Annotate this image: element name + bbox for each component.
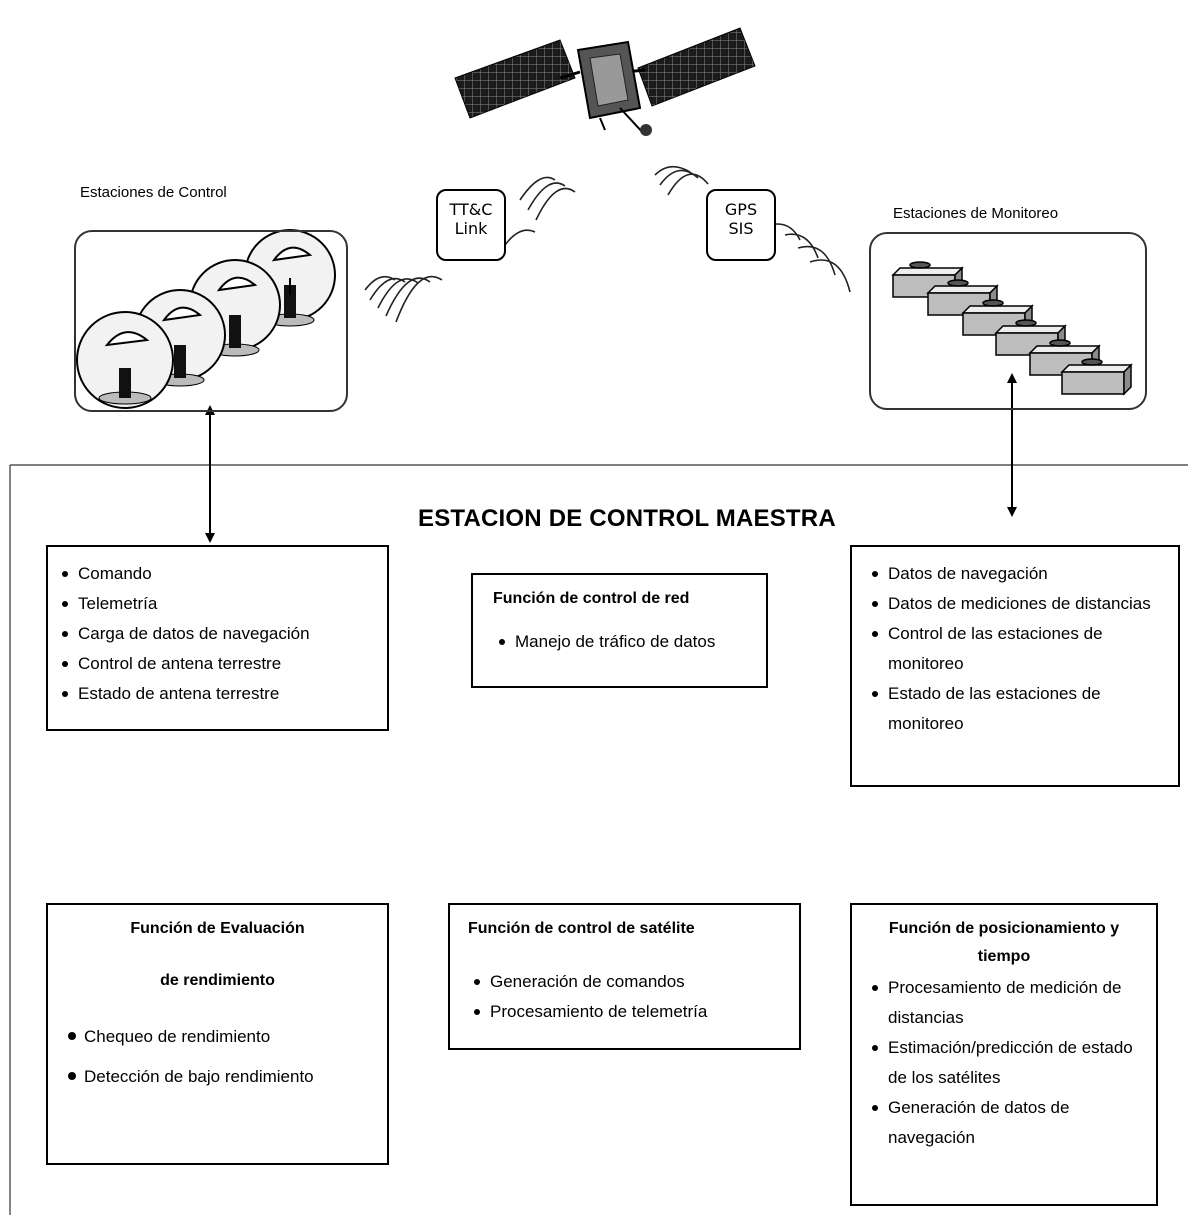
gps-signal-waves xyxy=(654,165,851,293)
gps-sis-box xyxy=(706,189,776,261)
network-control-list: Manejo de tráfico de datos xyxy=(493,627,746,657)
list-item: Procesamiento de telemetría xyxy=(468,997,781,1027)
network-control-title: Función de control de red xyxy=(493,590,690,607)
list-item: Estado de las estaciones de monitoreo xyxy=(866,679,1164,739)
list-item: Carga de datos de navegación xyxy=(56,619,379,649)
list-item: Estimación/predicción de estado de los s… xyxy=(866,1033,1142,1093)
monitor-stations-label: Estaciones de Monitoreo xyxy=(893,205,1059,222)
list-item: Chequeo de rendimiento xyxy=(62,1017,373,1057)
monitor-stations-frame xyxy=(869,232,1147,410)
network-control-box: Función de control de red Manejo de tráf… xyxy=(471,573,768,688)
list-item: Detección de bajo rendimiento xyxy=(62,1057,373,1097)
satellite-icon xyxy=(454,27,756,136)
antenna-globe-icon xyxy=(76,311,174,409)
performance-evaluation-box: Función de Evaluación de rendimiento Che… xyxy=(46,903,389,1165)
gps-sis-label: GPS SIS xyxy=(707,200,775,238)
ttc-signal-waves xyxy=(364,176,576,323)
list-item: Comando xyxy=(56,559,379,589)
monitor-stations-illustration xyxy=(891,261,1133,396)
antenna-stations-illustration xyxy=(76,229,336,409)
gps-sis-line2: SIS xyxy=(728,219,754,238)
satellite-control-title: Función de control de satélite xyxy=(468,920,695,937)
list-item: Control de las estaciones de monitoreo xyxy=(866,619,1164,679)
ttc-link-line1: TT&C xyxy=(449,200,493,219)
ttc-link-line2: Link xyxy=(454,219,488,238)
master-station-title: ESTACION DE CONTROL MAESTRA xyxy=(418,505,836,532)
control-stations-label: Estaciones de Control xyxy=(80,184,227,201)
performance-title-line2: de rendimiento xyxy=(160,972,275,989)
control-stations-frame xyxy=(74,230,348,412)
satellite-control-box: Función de control de satélite Generació… xyxy=(448,903,801,1050)
positioning-time-title: Función de posicionamiento y tiempo xyxy=(888,920,1120,965)
list-item: Manejo de tráfico de datos xyxy=(493,627,746,657)
list-item: Generación de datos de navegación xyxy=(866,1093,1142,1153)
positioning-time-box: Función de posicionamiento y tiempo Proc… xyxy=(850,903,1158,1206)
list-item: Datos de mediciones de distancias xyxy=(866,589,1164,619)
performance-title-line1: Función de Evaluación xyxy=(130,920,305,937)
list-item: Telemetría xyxy=(56,589,379,619)
monitor-station-icon xyxy=(1060,358,1133,396)
list-item: Estado de antena terrestre xyxy=(56,679,379,709)
list-item: Datos de navegación xyxy=(866,559,1164,589)
gps-sis-line1: GPS xyxy=(724,200,758,219)
ttc-link-box xyxy=(436,189,506,261)
list-item: Generación de comandos xyxy=(468,967,781,997)
ttc-link-label: TT&C Link xyxy=(437,200,505,238)
list-item: Procesamiento de medición de distancias xyxy=(866,973,1142,1033)
list-item: Control de antena terrestre xyxy=(56,649,379,679)
